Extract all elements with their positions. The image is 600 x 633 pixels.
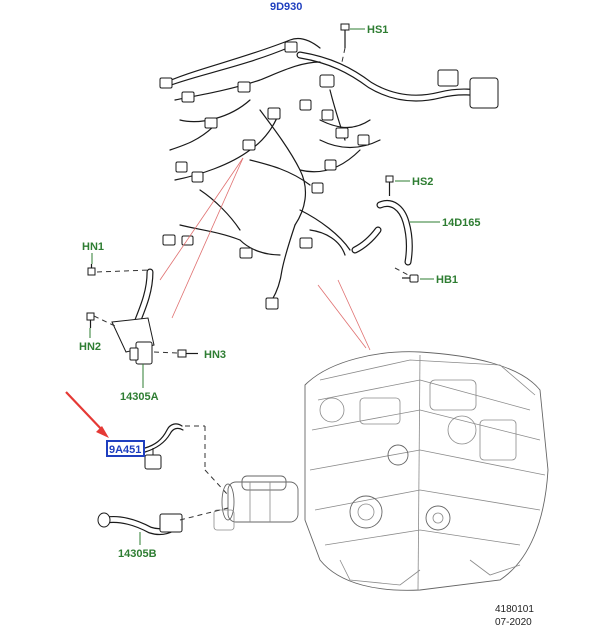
label-hn1: HN1: [82, 241, 104, 253]
9a451-highlight-box: [106, 440, 145, 457]
cable-9a451: [144, 423, 184, 470]
label-hn3: HN3: [204, 349, 226, 361]
label-hb1: HB1: [436, 274, 458, 286]
label-9d930: 9D930: [270, 1, 302, 13]
engine-block-illustration: [304, 351, 549, 591]
label-hs2: HS2: [412, 176, 433, 188]
starter-motor: [213, 475, 299, 531]
battery-cable-14305b: [97, 512, 183, 536]
label-hn2: HN2: [79, 341, 101, 353]
hn1-bolt-icon: [87, 264, 96, 276]
label-hs1: HS1: [367, 24, 388, 36]
battery-cable-14305a: [111, 268, 155, 365]
hs1-bolt-icon: [340, 23, 350, 48]
footer-ref-number: 4180101: [495, 604, 534, 615]
label-14305b: 14305B: [118, 548, 157, 560]
pointer-arrow-icon: [65, 391, 109, 438]
label-14305a: 14305A: [120, 391, 159, 403]
hn3-bolt-icon: [177, 349, 198, 358]
main-wiring-harness: [159, 37, 499, 310]
label-9a451: 9A451: [109, 444, 141, 456]
footer-date: 07-2020: [495, 617, 532, 628]
hb1-bolt-icon: [402, 274, 419, 283]
hn2-bolt-icon: [86, 312, 95, 328]
label-14d165: 14D165: [442, 217, 481, 229]
hs2-bolt-icon: [385, 175, 394, 196]
